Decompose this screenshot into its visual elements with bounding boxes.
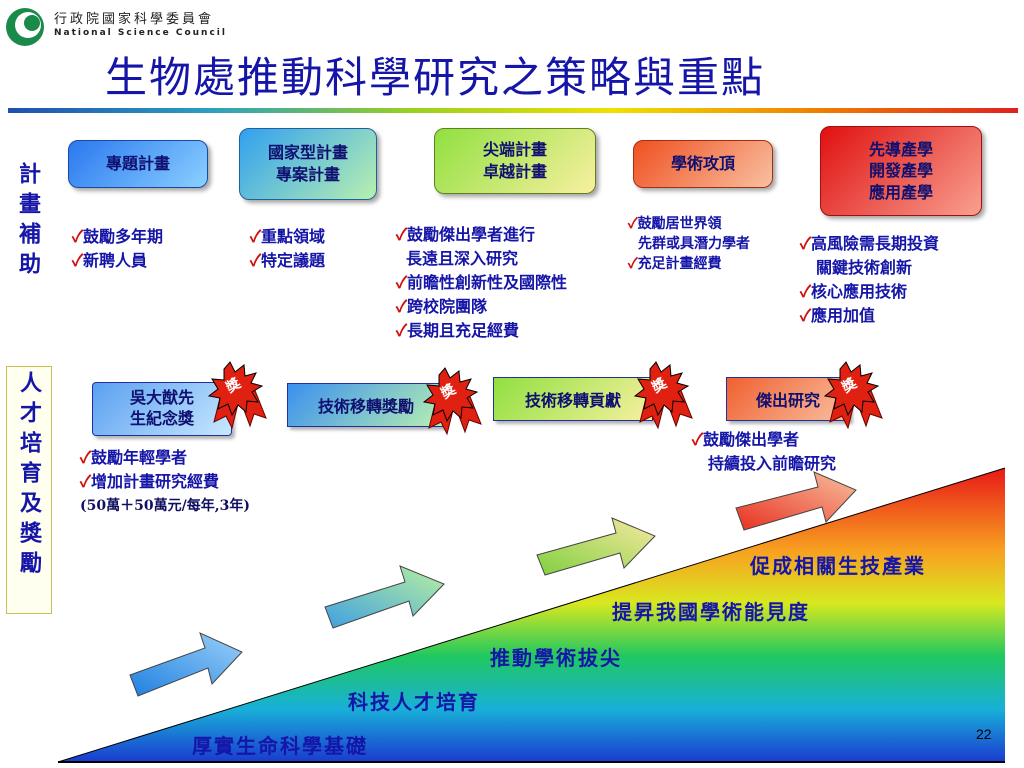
bullet-item: ✓新聘人員: [72, 251, 147, 270]
pyramid-layer-1: 厚實生命科學基礎: [192, 734, 368, 758]
bullet-item: ✓前瞻性創新性及國際性: [396, 273, 567, 292]
award-label-1: 吳大猷先 生紀念獎: [129, 388, 194, 428]
bullet-item: ✓鼓勵年輕學者: [80, 448, 187, 467]
page-title: 生物處推動科學研究之策略與重點: [105, 53, 766, 102]
page-number: 22: [976, 726, 992, 742]
bullet-item: ✓鼓勵居世界領: [628, 216, 722, 232]
side-label-funding: 計畫補助: [15, 162, 41, 282]
bullet-item: ✓鼓勵傑出學者: [692, 430, 799, 449]
pyramid-layer-5: 促成相關生技產業: [750, 554, 926, 578]
program-label-4: 學術攻頂: [670, 154, 735, 174]
nsc-logo-icon: [6, 8, 44, 46]
pyramid-layer-4: 提昇我國學術能見度: [612, 600, 810, 624]
award-box-2: 技術移轉獎勵: [287, 383, 445, 427]
award-box-3: 技術移轉貢獻: [493, 377, 653, 421]
bullet-item: ✓充足計畫經費: [628, 256, 722, 272]
program-box-4: 學術攻頂: [633, 140, 773, 188]
award-bullets-1: ✓鼓勵年輕學者 ✓增加計畫研究經費 (50萬＋50萬元/每年,3年): [80, 446, 250, 518]
program-box-3: 尖端計畫 卓越計畫: [434, 128, 596, 194]
program-label-3: 尖端計畫 卓越計畫: [482, 140, 547, 181]
award-label-3: 技術移轉貢獻: [524, 391, 621, 410]
bullet-item: ✓長期且充足經費: [396, 321, 519, 340]
program-label-2: 國家型計畫 專案計畫: [267, 143, 348, 184]
arrow-3: [536, 517, 656, 576]
program-bullets-3: ✓鼓勵傑出學者進行 長遠且深入研究 ✓前瞻性創新性及國際性 ✓跨校院團隊 ✓長期…: [396, 223, 567, 343]
program-label-5: 先導產學 開發產學 應用產學: [868, 139, 933, 202]
award-badge-1: 獎: [200, 360, 270, 430]
side-label-funding-box: 計畫補助: [6, 162, 50, 302]
award-label-4: 傑出研究: [755, 391, 820, 410]
pyramid-layer-3: 推動學術拔尖: [490, 646, 622, 670]
arrow-4: [735, 471, 857, 531]
program-bullets-5: ✓高風險需長期投資 關鍵技術創新 ✓核心應用技術 ✓應用加值: [800, 232, 939, 328]
org-name-zh: 行政院國家科學委員會: [54, 12, 215, 27]
bullet-item: 持續投入前瞻研究: [708, 454, 837, 473]
award-bullets-4: ✓鼓勵傑出學者 持續投入前瞻研究: [692, 428, 836, 476]
bullet-item: ✓增加計畫研究經費: [80, 472, 219, 491]
pyramid-layer-2: 科技人才培育: [348, 690, 480, 714]
bullet-item: (50萬＋50萬元/每年,3年): [80, 498, 250, 514]
bullet-item: ✓高風險需長期投資: [800, 234, 939, 253]
program-bullets-1: ✓鼓勵多年期 ✓新聘人員: [72, 225, 163, 273]
award-ribbon-icon: [207, 361, 267, 430]
arrow-2: [324, 565, 445, 629]
program-box-1: 專題計畫: [68, 140, 208, 188]
side-label-talent: 人才培育及獎勵: [16, 371, 42, 581]
award-box-4: 傑出研究: [726, 377, 850, 421]
arrow-1: [129, 632, 243, 697]
program-box-2: 國家型計畫 專案計畫: [239, 128, 377, 200]
award-badge-2: 獎: [415, 366, 485, 436]
logo: [4, 6, 46, 48]
program-box-5: 先導產學 開發產學 應用產學: [820, 126, 982, 216]
org-name-en: National Science Council: [54, 28, 227, 38]
bullet-item: ✓特定議題: [250, 251, 325, 270]
program-bullets-2: ✓重點領域 ✓特定議題: [250, 225, 325, 273]
award-box-1: 吳大猷先 生紀念獎: [92, 382, 232, 436]
bullet-item: 關鍵技術創新: [816, 258, 913, 277]
program-label-1: 專題計畫: [105, 154, 170, 174]
bullet-item: ✓跨校院團隊: [396, 297, 487, 316]
award-label-2: 技術移轉獎勵: [317, 397, 414, 416]
award-ribbon-icon: [633, 361, 693, 430]
title-divider: [8, 108, 1018, 113]
bullet-item: ✓鼓勵傑出學者進行: [396, 225, 535, 244]
bullet-item: ✓核心應用技術: [800, 282, 907, 301]
bullet-item: 先群或具潛力學者: [638, 236, 750, 252]
bullet-item: ✓重點領域: [250, 227, 325, 246]
program-bullets-4: ✓鼓勵居世界領 先群或具潛力學者 ✓充足計畫經費: [628, 214, 750, 274]
award-ribbon-icon: [823, 361, 883, 430]
award-badge-4: 獎: [816, 360, 886, 430]
bullet-item: ✓應用加值: [800, 306, 875, 325]
award-badge-3: 獎: [626, 360, 696, 430]
bullet-item: ✓鼓勵多年期: [72, 227, 163, 246]
side-label-talent-box: 人才培育及獎勵: [6, 366, 52, 614]
award-ribbon-icon: [422, 367, 482, 436]
bullet-item: 長遠且深入研究: [406, 249, 519, 268]
